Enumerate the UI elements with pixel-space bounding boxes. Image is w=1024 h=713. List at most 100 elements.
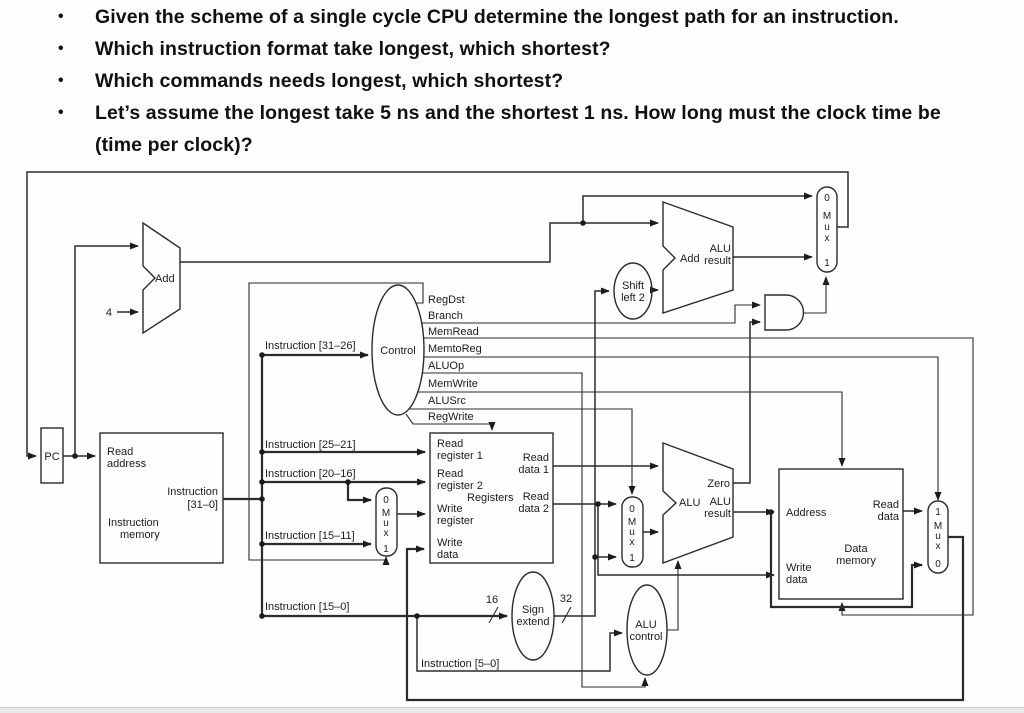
- pcsrc-mux-shape: [816, 186, 838, 273]
- registers-unit: Read register 1 Read register 2 Write re…: [429, 432, 554, 564]
- shift-left-2-label: Shift: [622, 280, 644, 292]
- wire-branch-signal: [422, 301, 761, 324]
- pc-adder-label: Add: [155, 273, 175, 285]
- branch-adder-result-label: result: [704, 255, 731, 267]
- pcsrc-mux-label: 0: [824, 193, 830, 204]
- wire-aluop-signal: [422, 372, 649, 688]
- control-label: Control: [380, 345, 415, 357]
- memtoreg-mux-label: M: [934, 521, 942, 532]
- memtoreg-mux-label: x: [936, 541, 941, 552]
- registers-box: [429, 432, 554, 564]
- bullet-icon: •: [58, 40, 64, 57]
- memtoreg-mux-label: 0: [935, 559, 941, 570]
- pcsrc-mux-label: x: [825, 233, 830, 244]
- alusrc-mux-label: u: [629, 527, 635, 538]
- signal-label-memread: MemRead: [428, 326, 479, 338]
- registers-title: Registers: [467, 492, 514, 504]
- alu-control: ALU control: [626, 584, 668, 676]
- const4-label: 4: [106, 307, 112, 319]
- and-gate: [764, 294, 805, 331]
- wires: [26, 171, 974, 702]
- wire-regwrite-signal: [405, 413, 496, 431]
- imem-read-address-label: Read: [107, 446, 133, 458]
- registers-write-data-label: Write: [437, 537, 462, 549]
- signal-label-memtoreg: MemtoReg: [428, 343, 482, 355]
- field-label-15-0: Instruction [15–0]: [265, 601, 349, 613]
- registers-read-reg1-label: register 1: [437, 450, 483, 462]
- sign-extend: Sign extend 16 32: [486, 571, 572, 661]
- memtoreg-mux: 1 M u x 0: [927, 500, 949, 574]
- branch-adder: Add ALU result: [662, 201, 734, 314]
- wire-memtoreg-signal: [424, 356, 942, 501]
- alusrc-mux-label: 0: [629, 504, 635, 515]
- alu-result-label: ALU: [710, 496, 731, 508]
- imem-instruction-out-label: Instruction: [167, 486, 218, 498]
- wire-memread-signal: [424, 337, 974, 616]
- wire-alucontrol-out: [667, 560, 682, 631]
- junction-dot: [580, 220, 586, 226]
- pc-label: PC: [44, 451, 59, 463]
- bit-width-slash: [561, 606, 572, 624]
- wire-memwrite-signal: [418, 391, 846, 467]
- wire-signext-to-shift: [554, 287, 610, 617]
- registers-read-data2-label: data 2: [518, 503, 549, 515]
- wire-pcsrc-feedback: [26, 171, 849, 460]
- instruction-memory-box: [99, 432, 224, 564]
- junction-dot: [259, 496, 265, 502]
- junction-dot: [595, 501, 601, 507]
- registers-read-reg1-label: Read: [437, 438, 463, 450]
- shift-left-2-oval: [613, 262, 653, 320]
- registers-read-reg2-label: Read: [437, 468, 463, 480]
- alu-control-label: ALU: [635, 619, 656, 631]
- bit-width-16: 16: [486, 594, 498, 606]
- signal-label-regwrite: RegWrite: [428, 411, 474, 423]
- question-text: Which commands needs longest, which shor…: [95, 70, 564, 92]
- wire-zero-to-and: [733, 318, 761, 484]
- question-list: • Given the scheme of a single cycle CPU…: [58, 1, 975, 161]
- registers-read-data2-label: Read: [523, 491, 549, 503]
- question-item: • Which commands needs longest, which sh…: [58, 65, 975, 97]
- regdst-mux-label: 1: [383, 544, 389, 555]
- field-label-15-11: Instruction [15–11]: [265, 530, 355, 542]
- question-text: Let’s assume the longest take 5 ns and t…: [95, 102, 941, 156]
- alu-zero-label: Zero: [707, 478, 730, 490]
- imem-read-address-label: address: [107, 458, 147, 470]
- dmem-write-data-label: Write: [786, 562, 811, 574]
- registers-read-data1-label: Read: [523, 452, 549, 464]
- bit-width-32: 32: [560, 593, 572, 605]
- alu-label: ALU: [679, 497, 700, 509]
- pcsrc-mux-label: 1: [824, 258, 830, 269]
- junction-dot: [259, 449, 265, 455]
- junction-dot: [259, 541, 265, 547]
- field-label-5-0: Instruction [5–0]: [421, 658, 499, 670]
- alusrc-mux: 0 M u x 1: [621, 496, 644, 568]
- data-memory: Address Read data Data memory Write data: [778, 468, 904, 600]
- pc-box: [40, 427, 64, 484]
- bullet-icon: •: [58, 104, 64, 121]
- branch-adder-result-label: ALU: [710, 243, 731, 255]
- junction-dot: [414, 613, 420, 619]
- alu-shape: [662, 441, 734, 565]
- imem-title: memory: [120, 529, 160, 541]
- regdst-mux-label: x: [384, 528, 389, 539]
- imem-instruction-out-label: [31–0]: [187, 499, 218, 511]
- registers-write-reg-label: Write: [437, 503, 462, 515]
- wire-pc4-out: [180, 219, 659, 263]
- signal-label-aluop: ALUOp: [428, 360, 464, 372]
- pcsrc-mux-label: M: [823, 211, 831, 222]
- pcsrc-mux: 0 M u x 1: [816, 186, 838, 273]
- branch-adder-label: Add: [680, 253, 700, 265]
- wire-writeback: [405, 535, 965, 702]
- wire-pc-to-adder: [74, 242, 139, 456]
- registers-write-data-label: data: [437, 549, 459, 561]
- dmem-write-data-label: data: [786, 574, 808, 586]
- main-alu: ALU Zero ALU result: [662, 441, 734, 565]
- signal-label-branch: Branch: [428, 310, 463, 322]
- memtoreg-mux-shape: [927, 500, 949, 574]
- data-memory-box: [778, 468, 904, 600]
- bullet-icon: •: [58, 8, 64, 25]
- sign-extend-oval: [511, 571, 555, 661]
- shift-left-2-label: left 2: [621, 292, 645, 304]
